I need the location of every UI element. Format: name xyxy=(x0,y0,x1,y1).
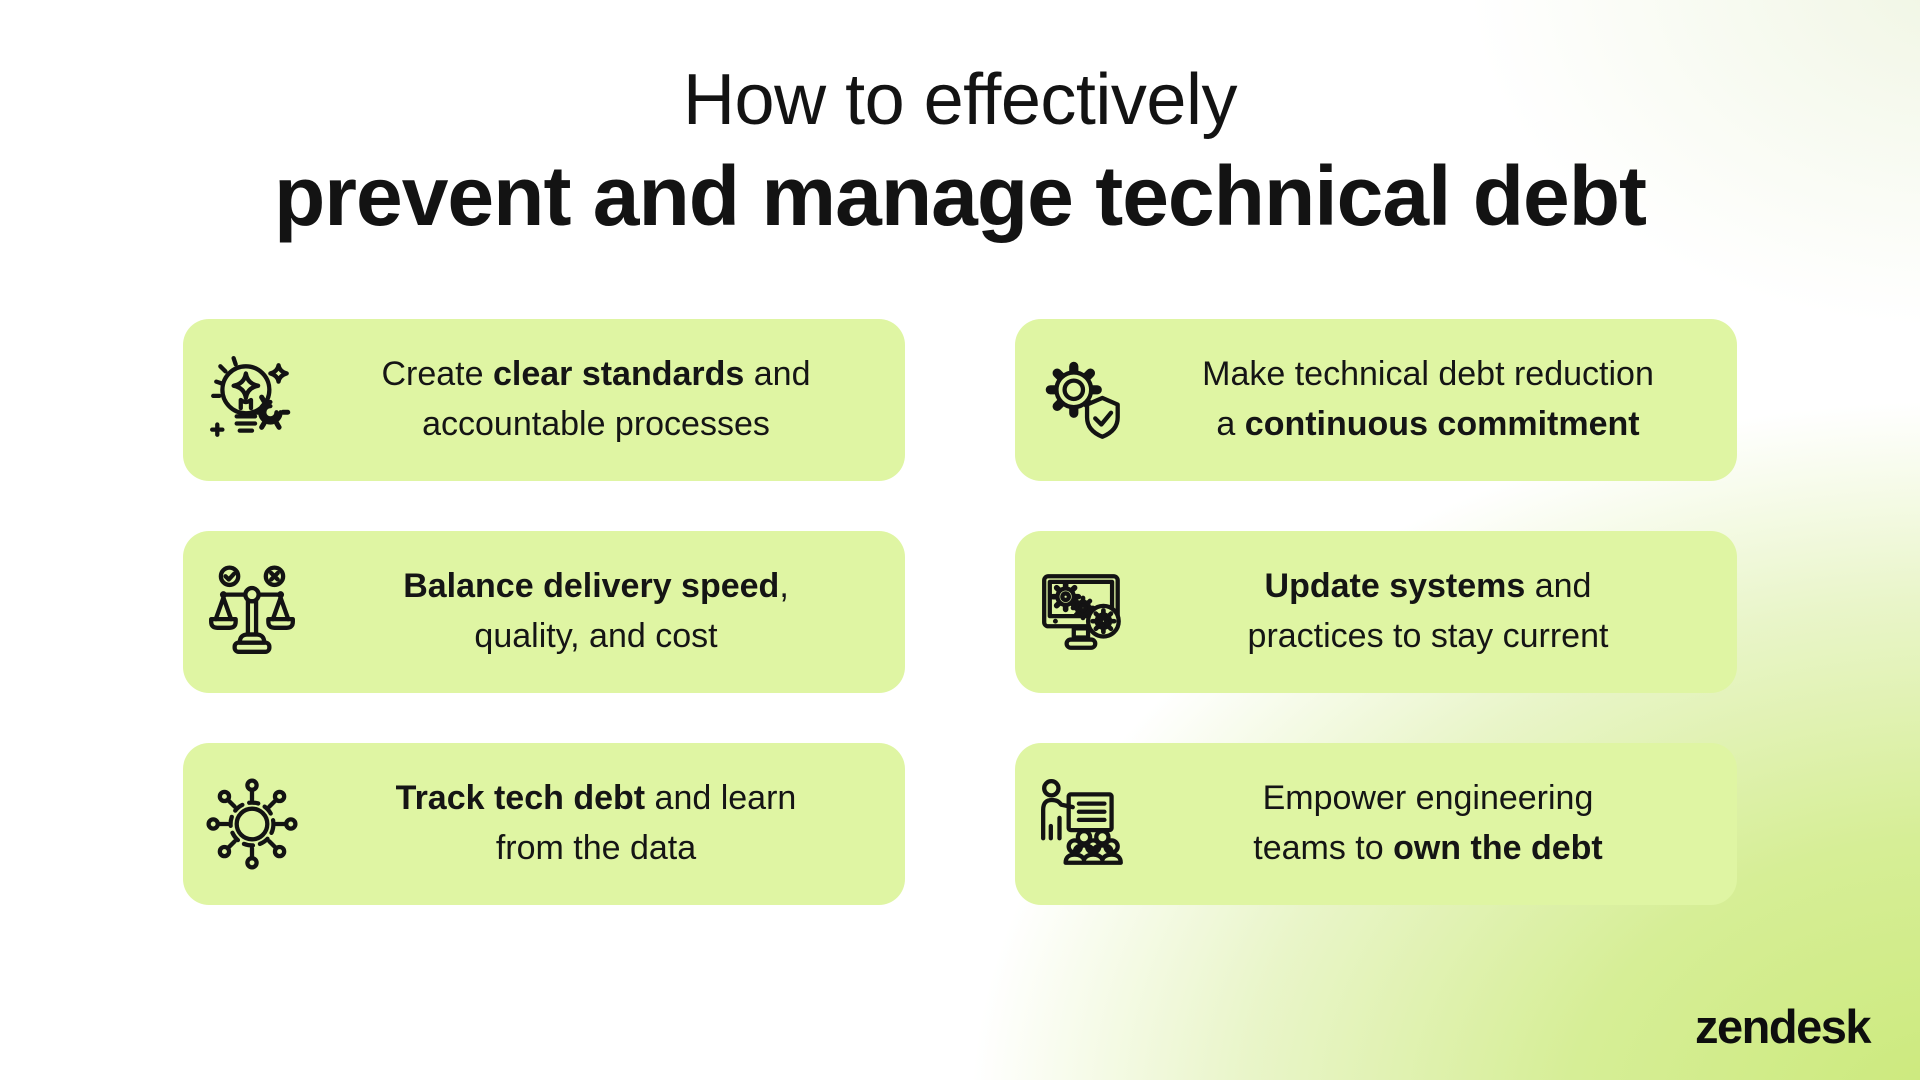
continuous-commitment-card: Make technical debt reduction a continuou… xyxy=(1015,319,1737,481)
card-text: Create clear standards and accountable pr… xyxy=(315,350,877,450)
monitor-gears-icon xyxy=(1035,563,1133,661)
card-text-line: teams to own the debt xyxy=(1253,829,1603,867)
balance-scale-icon xyxy=(203,563,301,661)
card-text-line: Track tech debt and learn xyxy=(395,779,797,818)
zendesk-logo: zendesk xyxy=(1695,1000,1871,1053)
cards-grid: Create clear standards and accountable pr… xyxy=(183,319,1737,905)
card-text-line: Balance delivery speed, xyxy=(403,567,789,606)
balance-delivery-speed-card: Balance delivery speed, quality, and cost xyxy=(183,531,905,693)
card-text-line: Make technical debt reduction xyxy=(1202,355,1654,394)
card-text-line: practices to stay current xyxy=(1247,617,1609,655)
card-text: Empower engineering teams to own the debt xyxy=(1147,774,1709,874)
card-text-line: quality, and cost xyxy=(474,617,718,655)
card-text-line: from the data xyxy=(495,829,697,867)
title-line-1: How to effectively xyxy=(683,60,1237,140)
card-text-line: Create clear standards and xyxy=(381,355,811,394)
card-text-line: Empower engineering xyxy=(1262,779,1594,818)
infographic-title: How to effectively prevent and manage te… xyxy=(0,60,1920,243)
title-line-2: prevent and manage technical debt xyxy=(273,148,1647,243)
card-text: Make technical debt reduction a continuou… xyxy=(1147,350,1709,450)
card-text-line: Update systems and xyxy=(1264,567,1592,606)
gear-shield-check-icon xyxy=(1035,351,1133,449)
network-hub-icon xyxy=(203,775,301,873)
track-tech-debt-card: Track tech debt and learn from the data xyxy=(183,743,905,905)
card-text: Update systems and practices to stay curr… xyxy=(1147,562,1709,662)
card-text-line: a continuous commitment xyxy=(1216,405,1640,443)
card-text: Track tech debt and learn from the data xyxy=(315,774,877,874)
lightbulb-sparkle-gear-icon xyxy=(203,351,301,449)
presenter-audience-icon xyxy=(1035,775,1133,873)
empower-engineering-card: Empower engineering teams to own the debt xyxy=(1015,743,1737,905)
card-text-line: accountable processes xyxy=(422,405,770,443)
create-clear-standards-card: Create clear standards and accountable pr… xyxy=(183,319,905,481)
update-systems-card: Update systems and practices to stay curr… xyxy=(1015,531,1737,693)
card-text: Balance delivery speed, quality, and cost xyxy=(315,562,877,662)
